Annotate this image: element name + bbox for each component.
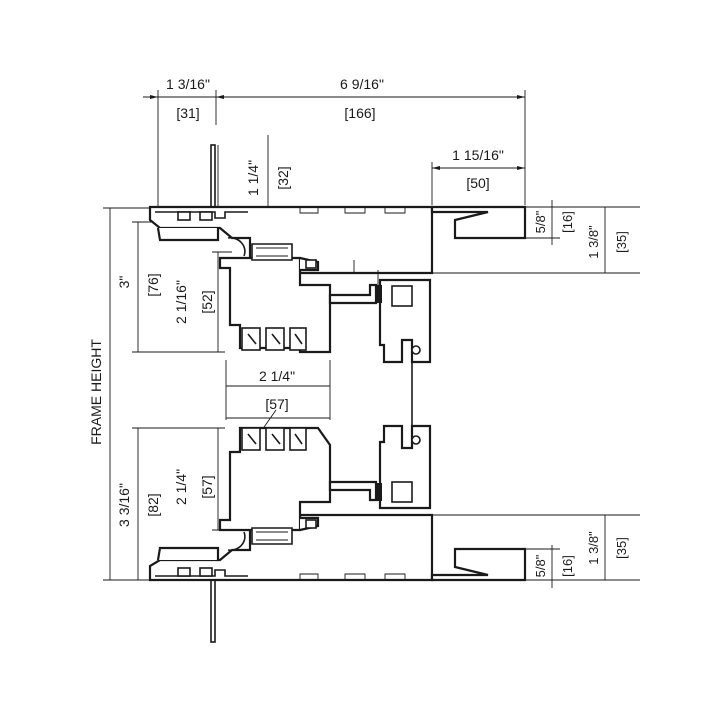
lower-sash — [218, 426, 332, 545]
dim-top-width-mm: [166] — [344, 105, 375, 121]
head-frame — [148, 144, 527, 275]
dim-top-left-in: 1 3/16" — [166, 76, 210, 92]
dim-lower-inner-in: 2 1/4" — [173, 469, 189, 505]
dim-upper-left-mm: [76] — [145, 273, 161, 296]
dim-lower-head-in: 5/8" — [533, 554, 548, 577]
right-dimension-lines — [431, 162, 525, 205]
fin-dimension-lines — [217, 135, 269, 215]
dim-lower-inner-mm: [57] — [199, 475, 215, 498]
dim-upper-depth-mm: [35] — [614, 231, 629, 253]
dim-top-width-in: 6 9/16" — [340, 76, 384, 92]
glass-dimension-lines — [225, 360, 331, 431]
dim-top-left-mm: [31] — [176, 105, 199, 121]
dim-glass-in: 2 1/4" — [259, 368, 295, 384]
dim-lower-left-mm: [82] — [145, 493, 161, 516]
dim-frame-height: FRAME HEIGHT — [88, 339, 104, 445]
dim-upper-depth-in: 1 3/8" — [586, 225, 601, 259]
dim-fin-mm: [32] — [275, 166, 291, 189]
dim-right-in: 1 15/16" — [452, 147, 504, 163]
dim-upper-head-in: 5/8" — [533, 210, 548, 233]
sill-frame — [148, 513, 527, 643]
upper-hardware — [328, 278, 432, 426]
dim-lower-head-mm: [16] — [560, 555, 575, 577]
dim-upper-head-mm: [16] — [560, 211, 575, 233]
top-dimension-lines — [143, 90, 526, 210]
dim-lower-depth-mm: [35] — [614, 537, 629, 559]
dim-fin-in: 1 1/4" — [245, 160, 261, 196]
dim-glass-mm: [57] — [265, 396, 288, 412]
dim-lower-left-in: 3 3/16" — [116, 483, 132, 527]
upper-sash — [218, 243, 379, 354]
dim-upper-left-in: 3" — [116, 276, 132, 289]
right-vertical-dimension-lines — [432, 200, 640, 588]
dim-right-mm: [50] — [466, 175, 489, 191]
dim-lower-depth-in: 1 3/8" — [586, 531, 601, 565]
lower-hardware — [328, 424, 432, 510]
dim-upper-inner-mm: [52] — [199, 290, 215, 313]
dim-upper-inner-in: 2 1/16" — [173, 280, 189, 324]
